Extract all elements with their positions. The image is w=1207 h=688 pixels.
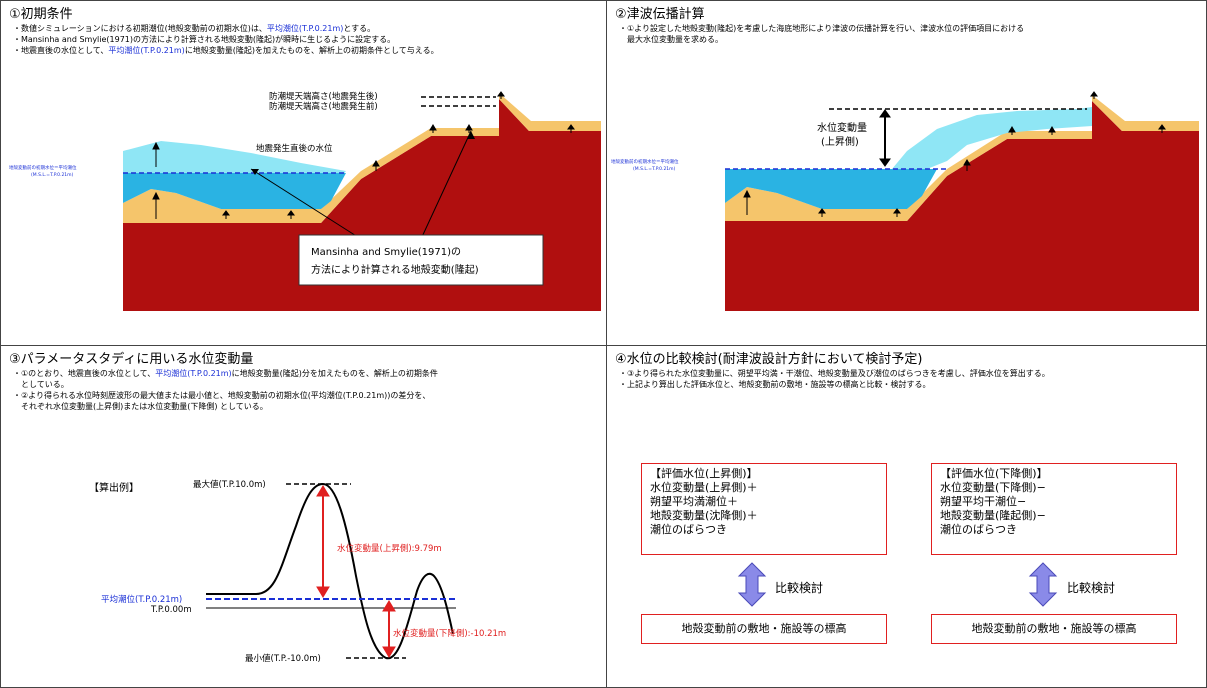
panel-parameter-study: ③パラメータスタディに用いる水位変動量 ・①のとおり、地震直後の水位として、平均…	[0, 345, 607, 688]
compare-arrows	[737, 562, 1058, 607]
double-arrow-right-icon	[1028, 562, 1058, 607]
panel1-diagram: 防潮堤天端高さ(地震発生後) 防潮堤天端高さ(地震発生前) 地震発生直後の水位 …	[9, 91, 601, 311]
max-label: 最大値(T.P.10.0m)	[193, 479, 266, 490]
compare-label-right: 比較検討	[1067, 581, 1116, 595]
compare-label-left: 比較検討	[775, 581, 824, 595]
variation-double-arrow	[879, 109, 891, 167]
eval-fall-term-2: 朔望平均干潮位−	[940, 495, 1027, 508]
ground-elevation-text-left: 地殻変動前の敷地・施設等の標高	[681, 622, 847, 635]
panel3-description: ・①のとおり、地震直後の水位として、平均潮位(T.P.0.21m)に地殻変動量(…	[13, 368, 438, 412]
fall-arrow	[382, 600, 396, 658]
ground-block	[725, 101, 1199, 311]
rise-arrow	[316, 485, 330, 598]
panel3-title: ③パラメータスタディに用いる水位変動量	[9, 352, 254, 367]
uplift-arrows	[743, 91, 1166, 217]
rise-label: 水位変動量(上昇側):9.79m	[337, 543, 442, 554]
crest-after-label: 防潮堤天端高さ(地震発生後)	[269, 91, 378, 102]
eval-fall-term-1: 水位変動量(下降側)−	[940, 481, 1046, 494]
eval-rise-term-1: 水位変動量(上昇側)＋	[650, 481, 758, 494]
sand-layer	[725, 95, 1199, 221]
sand-layer	[123, 93, 601, 223]
water-after-label: 地震発生直後の水位	[256, 143, 333, 154]
panel3-line-2: としている。	[13, 380, 69, 389]
tsunami-wave	[892, 107, 1092, 169]
ground-elevation-box-left: 地殻変動前の敷地・施設等の標高	[641, 614, 887, 644]
panel1-description: ・数値シミュレーションにおける初期潮位(地殻変動前の初期水位)は、平均潮位(T.…	[13, 23, 439, 56]
initial-water	[123, 173, 346, 209]
panel1-line-3: ・地震直後の水位として、平均潮位(T.P.0.21m)に地殻変動量(隆起)を加え…	[13, 46, 439, 55]
callout-line-1: Mansinha and Smylie(1971)の	[311, 247, 461, 258]
eval-fall-term-4: 潮位のばらつき	[940, 523, 1017, 536]
initial-level-label-2: (M.S.L.=T.P.0.21m)	[633, 166, 676, 172]
eval-rise-box: 【評価水位(上昇側)】 水位変動量(上昇側)＋ 朔望平均満潮位＋ 地殻変動量(沈…	[641, 463, 887, 555]
panel1-title: ①初期条件	[9, 7, 73, 22]
panel3-line-1: ・①のとおり、地震直後の水位として、平均潮位(T.P.0.21m)に地殻変動量(…	[13, 369, 438, 378]
eval-fall-term-3: 地殻変動量(隆起側)−	[940, 509, 1046, 522]
panel2-line-1: ・①より設定した地殻変動(隆起)を考慮した海底地形により津波の伝播計算を行い、津…	[619, 24, 1025, 33]
initial-level-label-2: (M.S.L.=T.P.0.21m)	[31, 172, 74, 178]
panel-initial-conditions: ①初期条件 ・数値シミュレーションにおける初期潮位(地殻変動前の初期水位)は、平…	[0, 0, 607, 346]
eval-rise-term-4: 潮位のばらつき	[650, 523, 727, 536]
variation-label-1: 水位変動量	[817, 121, 867, 134]
crest-before-label: 防潮堤天端高さ(地震発生前)	[269, 101, 378, 112]
double-arrow-left-icon	[737, 562, 767, 607]
panel-tsunami-propagation: ②津波伝播計算 ・①より設定した地殻変動(隆起)を考慮した海底地形により津波の伝…	[606, 0, 1207, 346]
example-label: 【算出例】	[89, 481, 139, 494]
panel-water-level-comparison: ④水位の比較検討(耐津波設計方針において検討予定) ・③より得られた水位変動量に…	[606, 345, 1207, 688]
zero-label: T.P.0.00m	[150, 605, 192, 615]
uplift-arrows	[152, 91, 575, 219]
panel4-line-1: ・③より得られた水位変動量に、朔望平均満・干潮位、地殻変動量及び潮位のばらつきを…	[619, 369, 1050, 378]
initial-level-label-1: 地殻変動前の初期水位＝平均潮位	[9, 164, 77, 171]
panel3-line-4: それぞれ水位変動量(上昇側)または水位変動量(下降側) としている。	[13, 402, 268, 411]
fall-label: 水位変動量(下降側):-10.21m	[393, 628, 506, 639]
callout-line-2: 方法により計算される地殻変動(隆起)	[311, 263, 479, 276]
eval-fall-heading: 【評価水位(下降側)】	[940, 467, 1048, 480]
variation-label-2: (上昇側)	[821, 135, 859, 148]
eval-fall-box: 【評価水位(下降側)】 水位変動量(下降側)− 朔望平均干潮位− 地殻変動量(隆…	[931, 463, 1177, 555]
panel4-description: ・③より得られた水位変動量に、朔望平均満・干潮位、地殻変動量及び潮位のばらつきを…	[619, 368, 1050, 390]
mean-label: 平均潮位(T.P.0.21m)	[101, 594, 182, 605]
raised-water	[123, 141, 346, 177]
initial-water	[725, 169, 937, 209]
initial-level-label-1: 地殻変動前の初期水位＝平均潮位	[611, 158, 679, 165]
min-label: 最小値(T.P.-10.0m)	[245, 653, 321, 664]
panel1-line-1: ・数値シミュレーションにおける初期潮位(地殻変動前の初期水位)は、平均潮位(T.…	[13, 24, 376, 33]
callout-box	[298, 234, 544, 286]
panel1-line-2: ・Mansinha and Smylie(1971)の方法により計算される地殻変…	[13, 35, 396, 44]
panel3-line-3: ・②より得られる水位時刻歴波形の最大値または最小値と、地殻変動前の初期水位(平均…	[13, 391, 431, 400]
waveform-example: 【算出例】 最大値(T.P.10.0m) 平均潮位(T.P	[89, 479, 506, 664]
panel4-title: ④水位の比較検討(耐津波設計方針において検討予定)	[615, 352, 923, 367]
panel2-title: ②津波伝播計算	[615, 7, 705, 22]
eval-rise-heading: 【評価水位(上昇側)】	[650, 467, 758, 480]
panel2-line-2: 最大水位変動量を求める。	[619, 35, 723, 44]
panel4-line-2: ・上記より算出した評価水位と、地殻変動前の敷地・施設等の標高と比較・検討する。	[619, 380, 931, 389]
ground-elevation-box-right: 地殻変動前の敷地・施設等の標高	[931, 614, 1177, 644]
eval-rise-term-2: 朔望平均満潮位＋	[650, 495, 738, 508]
panel2-diagram: 水位変動量 (上昇側) 地殻変動前の初期水位＝平均潮位 (M.S.L.=T.P.…	[611, 91, 1199, 311]
eval-rise-term-3: 地殻変動量(沈降側)＋	[650, 509, 758, 522]
ground-elevation-text-right: 地殻変動前の敷地・施設等の標高	[971, 622, 1137, 635]
panel2-description: ・①より設定した地殻変動(隆起)を考慮した海底地形により津波の伝播計算を行い、津…	[619, 23, 1024, 45]
